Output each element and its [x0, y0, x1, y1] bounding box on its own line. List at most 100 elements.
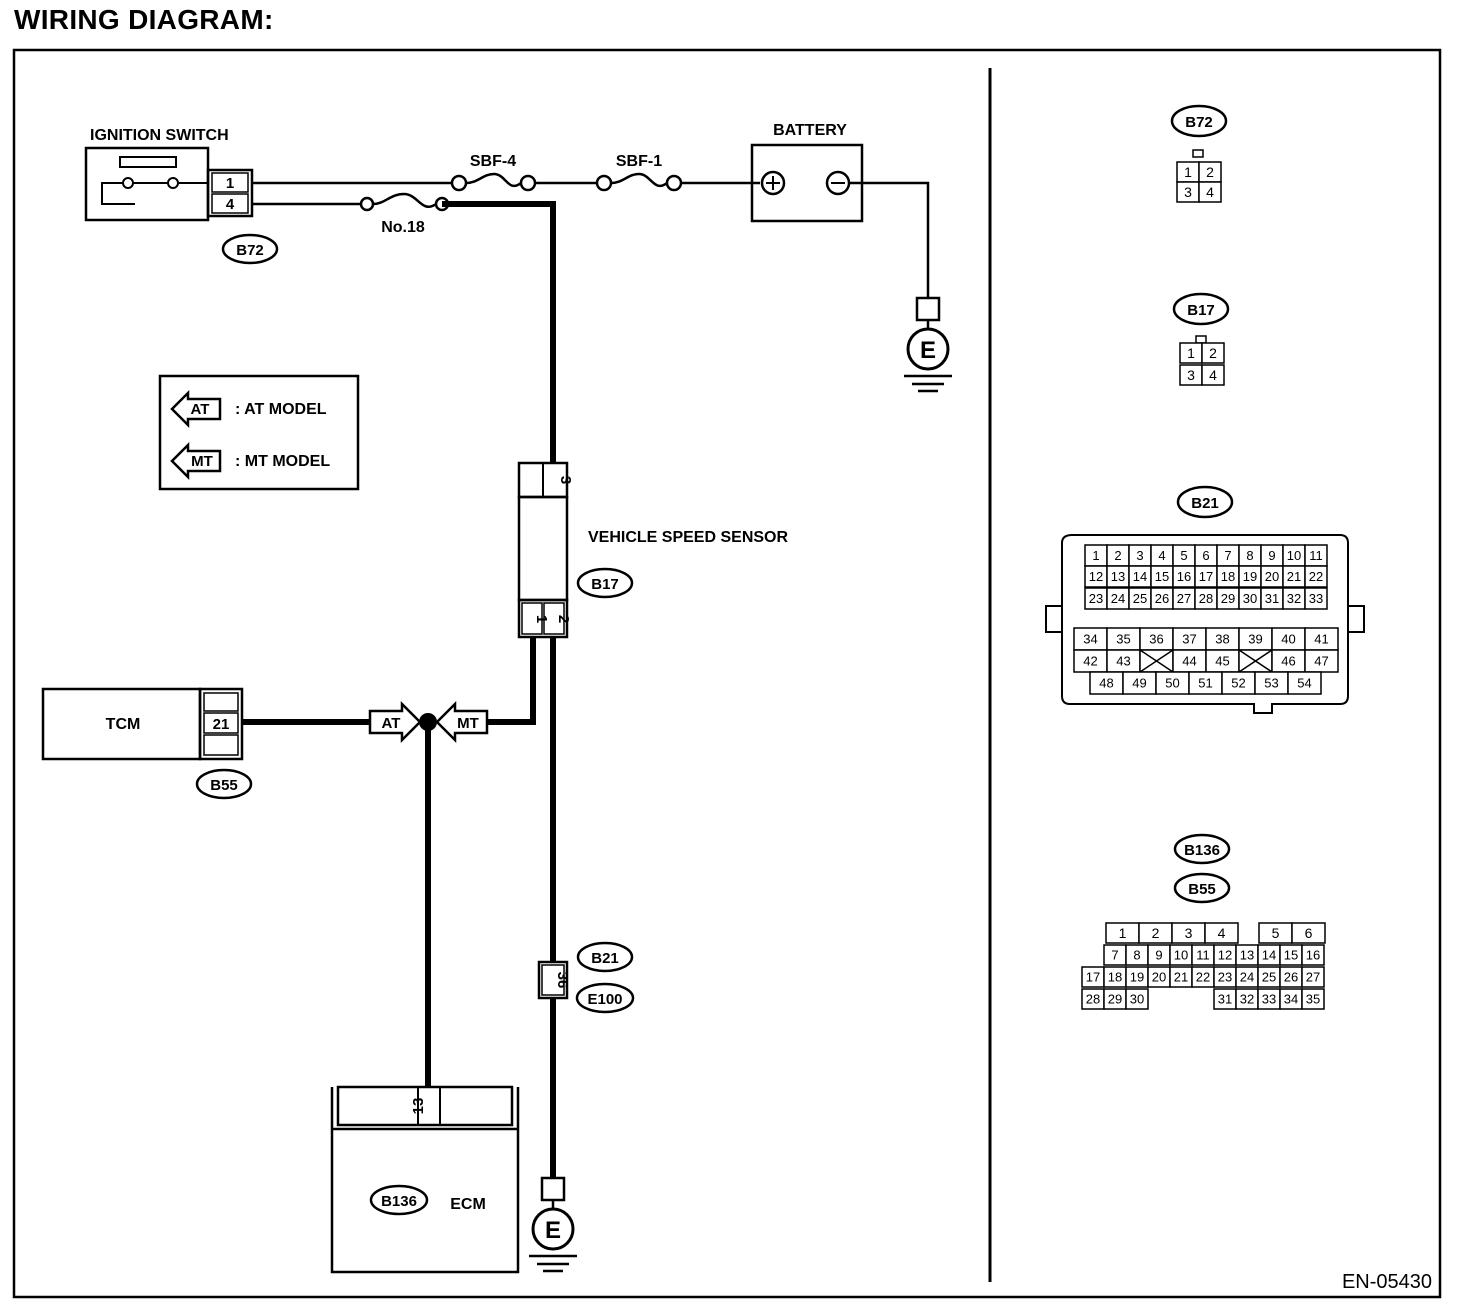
fuse-sbf4: SBF-4 — [450, 153, 537, 192]
b136-cell-18-label: 18 — [1108, 970, 1122, 985]
connector-tag-b55: B55 — [195, 768, 253, 800]
svg-text:B17: B17 — [591, 576, 619, 593]
b21-cell-44-label: 44 — [1182, 654, 1196, 669]
b136-cell-11-label: 11 — [1196, 948, 1210, 963]
connector-tag-b21: B21 — [576, 941, 634, 973]
ground-e-top: E — [904, 296, 952, 393]
legend-at-tag: AT — [191, 401, 210, 418]
b136-cell-8-label: 8 — [1133, 948, 1140, 963]
b136-cell-34-label: 34 — [1284, 992, 1298, 1007]
ignition-switch-label: IGNITION SWITCH — [90, 127, 229, 144]
b21-cell-45-label: 45 — [1215, 654, 1229, 669]
b136-cell-9-label: 9 — [1155, 948, 1162, 963]
b136-cell-14-label: 14 — [1262, 948, 1276, 963]
legend-mt-tag: MT — [191, 453, 213, 470]
b21-cell-39-label: 39 — [1248, 632, 1262, 647]
b21-cell-50-label: 50 — [1165, 676, 1179, 691]
b136-cell-13-label: 13 — [1240, 948, 1254, 963]
b21-cell-12-label: 12 — [1089, 569, 1103, 584]
b136-cell-12-label: 12 — [1218, 948, 1232, 963]
ign-pin-1: 1 — [226, 175, 234, 192]
ground-e-bottom-label: E — [545, 1217, 561, 1244]
vss-pin-3: 3 — [557, 476, 574, 484]
fuse-sbf4-label: SBF-4 — [470, 153, 516, 170]
b21-cell-46-label: 46 — [1281, 654, 1295, 669]
b21-cell-54-label: 54 — [1297, 676, 1311, 691]
b21-cell-48-label: 48 — [1099, 676, 1113, 691]
svg-text:B72: B72 — [1185, 114, 1213, 131]
b21-cell-37-label: 37 — [1182, 632, 1196, 647]
b72-cell-1-label: 1 — [1184, 164, 1192, 180]
b21-pin-36: 36 — [554, 972, 571, 989]
b136-cell-33-label: 33 — [1262, 992, 1276, 1007]
b136-cell-16 — [1301, 944, 1325, 966]
b17-cell-4 — [1201, 364, 1225, 386]
svg-text:B136: B136 — [1184, 842, 1220, 859]
b136-cell-16-label: 16 — [1306, 948, 1320, 963]
b21-cell-3-label: 3 — [1136, 548, 1143, 563]
wire-no18-vss3 — [442, 201, 556, 463]
b136-cell-6-label: 6 — [1305, 925, 1313, 941]
b21-cell-9-label: 9 — [1268, 548, 1275, 563]
b21-cell-28-label: 28 — [1199, 591, 1213, 606]
b21-cell-blank-2-blank-mark — [1139, 649, 1174, 673]
b72-cell-4-label: 4 — [1206, 184, 1214, 200]
b17-cell-2 — [1201, 342, 1225, 364]
b136-cell-7-label: 7 — [1111, 948, 1118, 963]
b21-cell-4-label: 4 — [1158, 548, 1165, 563]
b136-cell-32-label: 32 — [1240, 992, 1254, 1007]
b21-cell-19-label: 19 — [1243, 569, 1257, 584]
vss-pin-1: 1 — [533, 615, 550, 623]
b21-cell-26-label: 26 — [1155, 591, 1169, 606]
b21-cell-17-label: 17 — [1199, 569, 1213, 584]
b21-cell-21-label: 21 — [1287, 569, 1301, 584]
b21-cell-22-label: 22 — [1309, 569, 1323, 584]
b136-cell-31-label: 31 — [1218, 992, 1232, 1007]
b21-cell-1-label: 1 — [1092, 548, 1099, 563]
b72-cell-2-label: 2 — [1206, 164, 1214, 180]
b21-cell-blank-5-blank-mark — [1238, 649, 1273, 673]
b21-cell-18-label: 18 — [1221, 569, 1235, 584]
b136-cell-4 — [1204, 922, 1239, 944]
b17-cell-3-label: 3 — [1187, 367, 1195, 383]
b136-cell-24-label: 24 — [1240, 970, 1254, 985]
at-flag-label: AT — [382, 715, 401, 732]
vss-pin-2: 2 — [555, 615, 572, 623]
ignition-switch: IGNITION SWITCH 1 4 — [84, 127, 254, 222]
b136-cell-21-label: 21 — [1174, 970, 1188, 985]
b17-cell-2-label: 2 — [1209, 345, 1217, 361]
b21-cell-6-label: 6 — [1202, 548, 1209, 563]
document-id: EN-05430 — [1342, 1271, 1432, 1293]
fuse-sbf1: SBF-1 — [595, 153, 683, 192]
b136-cell-3-label: 3 — [1185, 925, 1193, 941]
b21-cell-11-label: 11 — [1309, 548, 1323, 563]
b136-cell-10-label: 10 — [1174, 948, 1188, 963]
b136-cell-23-label: 23 — [1218, 970, 1232, 985]
b21-cell-7-label: 7 — [1224, 548, 1231, 563]
b136-cell-25-label: 25 — [1262, 970, 1276, 985]
b21-cell-27-label: 27 — [1177, 591, 1191, 606]
page-title: WIRING DIAGRAM: — [14, 4, 274, 35]
svg-text:B21: B21 — [591, 950, 619, 967]
b21-cell-2-label: 2 — [1114, 548, 1121, 563]
b21-cell-34-label: 34 — [1083, 632, 1097, 647]
b136-cell-17-label: 17 — [1086, 970, 1100, 985]
b136-cell-30 — [1125, 988, 1149, 1010]
b17-cell-1-label: 1 — [1187, 345, 1195, 361]
fuse-sbf1-label: SBF-1 — [616, 153, 662, 170]
b21-cell-51-label: 51 — [1198, 676, 1212, 691]
diagram-frame — [12, 48, 1442, 1299]
b21-cell-41-label: 41 — [1314, 632, 1328, 647]
svg-text:B21: B21 — [1191, 495, 1219, 512]
connector-tag-b136-ecm: B136 — [369, 1184, 429, 1216]
b72-cell-3-label: 3 — [1184, 184, 1192, 200]
ecm-pin-13: 13 — [410, 1098, 427, 1115]
b136-cell-28-label: 28 — [1086, 992, 1100, 1007]
battery: BATTERY — [750, 122, 864, 223]
ecm: 13 ECM — [330, 1085, 520, 1274]
